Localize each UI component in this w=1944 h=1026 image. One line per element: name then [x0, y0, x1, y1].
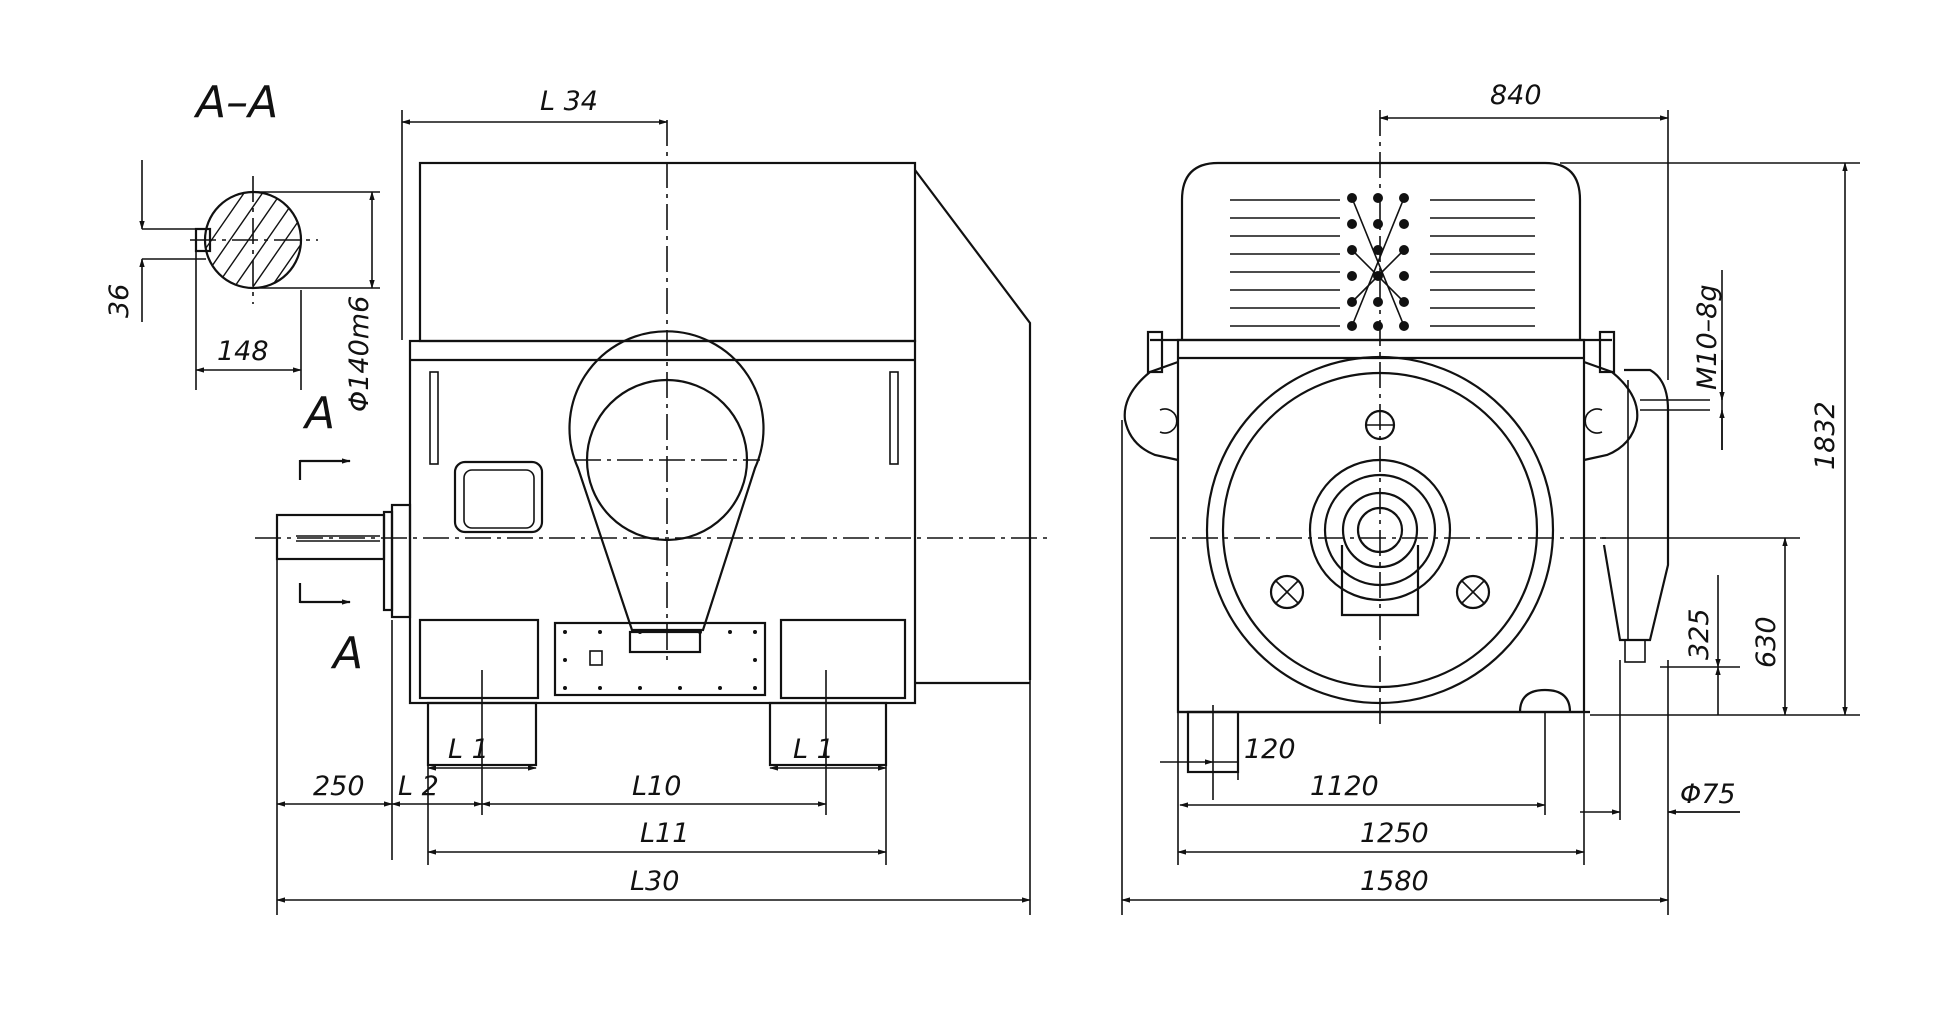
- dim-L10: L10: [632, 771, 681, 802]
- top-cooler-end: [1180, 161, 1582, 340]
- lifting-lugs: [1123, 330, 1639, 462]
- key-height-label: 36: [104, 284, 135, 318]
- section-marker-top: A: [302, 388, 335, 439]
- key-offset-label: 148: [217, 336, 269, 367]
- shaft-end: [275, 513, 386, 561]
- dim-1250: 1250: [1360, 818, 1429, 849]
- dim-120: 120: [1244, 734, 1296, 765]
- inspection-window: [453, 460, 544, 534]
- terminal-plate: [553, 621, 767, 697]
- stator-end: [1176, 338, 1586, 714]
- section-title: A–A: [193, 77, 278, 128]
- terminal-dot-grid: [1347, 193, 1409, 331]
- side-terminal-box: [1602, 368, 1710, 663]
- end-flange: [390, 503, 412, 619]
- dim-L11: L11: [640, 818, 689, 849]
- stator-body: [408, 339, 917, 705]
- dim-L1-right: L 1: [793, 734, 834, 765]
- dim-250: 250: [313, 771, 365, 802]
- end-view: 840 1832 M10–8g 630 325 Φ75 120: [1121, 80, 1860, 915]
- dim-1120: 1120: [1310, 771, 1379, 802]
- shaft-diameter-label: Φ140m6: [344, 296, 375, 412]
- foot-right: [768, 701, 888, 767]
- dim-M10: M10–8g: [1692, 285, 1723, 390]
- dim-L30: L30: [630, 866, 679, 897]
- dim-L2: L 2: [398, 771, 439, 802]
- cover-bolt-left: [1269, 574, 1305, 610]
- dim-phi75: Φ75: [1680, 779, 1736, 810]
- dim-L1-left: L 1: [448, 734, 489, 765]
- dim-L34: L 34: [540, 86, 598, 117]
- vent-louvres: [1230, 199, 1535, 327]
- shaft-cross-section: [190, 176, 318, 304]
- section-a-a: A–A 36 148: [104, 77, 380, 412]
- dim-840: 840: [1490, 80, 1542, 111]
- dim-630: 630: [1751, 616, 1782, 668]
- dim-1832: 1832: [1810, 401, 1841, 470]
- dim-325: 325: [1684, 608, 1715, 660]
- section-marker-bottom: A: [330, 628, 363, 679]
- dim-1580: 1580: [1360, 866, 1429, 897]
- cover-bolt-right: [1455, 574, 1491, 610]
- side-view: A A: [255, 86, 1050, 915]
